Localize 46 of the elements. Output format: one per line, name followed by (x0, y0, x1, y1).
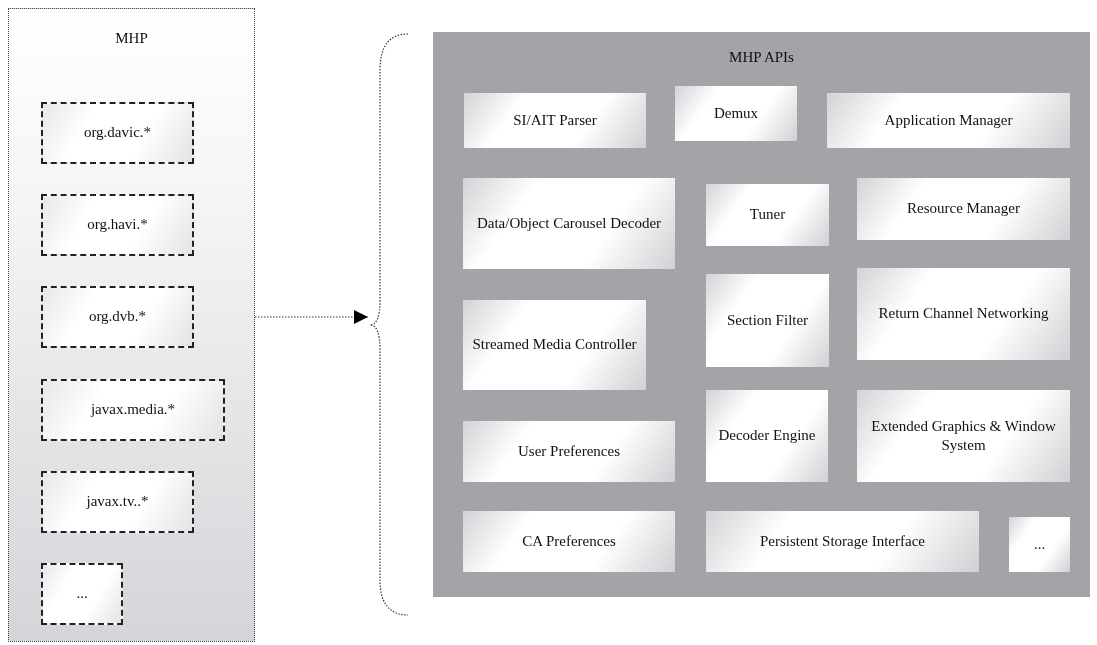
api-name: Data/Object Carousel Decoder (476, 213, 662, 233)
api-name: SI/AIT Parser (513, 110, 597, 130)
api-name: Section Filter (726, 310, 809, 330)
api-box (464, 93, 646, 148)
package-name: javax.media.* (90, 400, 176, 420)
arrow (254, 310, 369, 324)
package-name: org.dvb.* (88, 307, 147, 327)
api-name: Decoder Engine (718, 426, 816, 446)
api-name: Streamed Media Controller (472, 335, 637, 355)
group-title: MHP (114, 29, 149, 48)
api-name: Application Manager (884, 110, 1013, 130)
api-name: Resource Manager (907, 199, 1020, 219)
api-box (463, 300, 646, 390)
api-box (706, 184, 829, 246)
api-name: Tuner (749, 205, 786, 225)
api-box (1009, 517, 1070, 572)
api-name: Persistent Storage Interface (760, 531, 925, 551)
api-box (857, 390, 1070, 482)
package-box (41, 563, 123, 625)
api-box (857, 178, 1070, 240)
api-box (706, 274, 829, 367)
api-box (463, 178, 675, 269)
package-group-panel (8, 8, 255, 642)
api-box (706, 390, 828, 482)
api-box (463, 421, 675, 482)
package-name: org.havi.* (87, 215, 148, 235)
api-box (706, 511, 979, 572)
api-name: Return Channel Networking (878, 304, 1049, 324)
api-box (675, 86, 797, 141)
package-box (41, 471, 194, 533)
group-title: MHP APIs (728, 48, 795, 67)
package-box (41, 102, 194, 164)
package-box (41, 286, 194, 348)
api-name: CA Preferences (522, 531, 616, 551)
package-box (41, 194, 194, 256)
package-name: ... (76, 584, 88, 604)
package-name: javax.tv..* (86, 492, 149, 512)
package-box (41, 379, 225, 441)
api-name: User Preferences (518, 441, 620, 461)
api-box (857, 268, 1070, 360)
api-name: ... (1033, 534, 1046, 554)
api-box (827, 93, 1070, 148)
package-name: org.davic.* (83, 123, 152, 143)
api-name: Demux (713, 103, 759, 123)
api-box (463, 511, 675, 572)
api-name: Extended Graphics & Window System (870, 416, 1057, 455)
